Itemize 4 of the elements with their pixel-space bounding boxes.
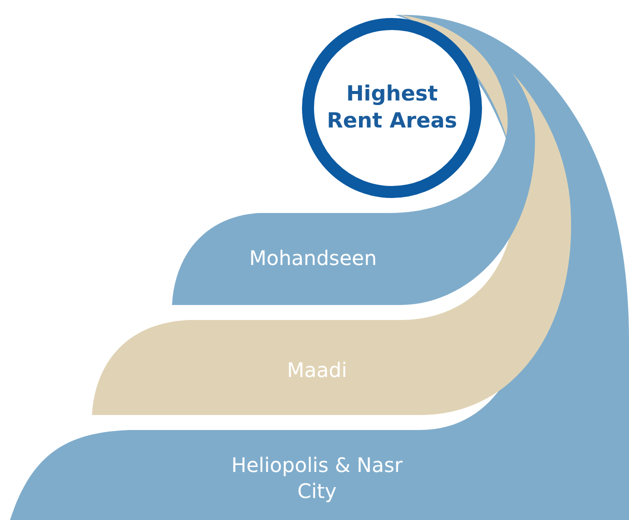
area-label: Maadi	[286, 357, 348, 383]
area-label: Heliopolis & Nasr City	[230, 452, 404, 504]
area-label: Mohandseen	[248, 245, 378, 271]
heading-text: Highest Rent Areas	[326, 80, 458, 135]
